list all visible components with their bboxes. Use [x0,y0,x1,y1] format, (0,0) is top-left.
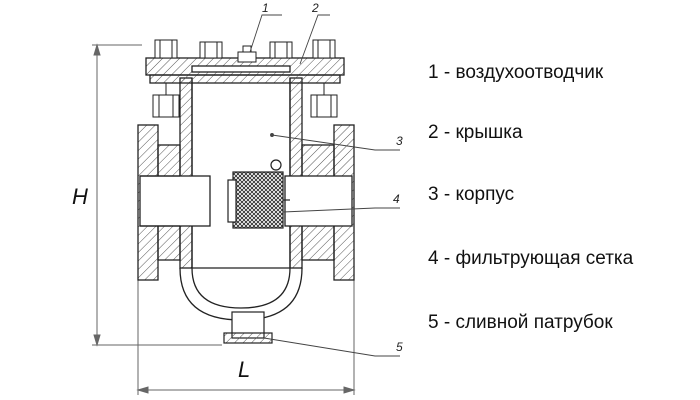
leader-lines [249,14,400,357]
height-dimension [92,43,222,347]
legend-item-filter-mesh: 4 - фильтрующая сетка [428,248,634,269]
callout-5: 5 [396,340,403,354]
length-dimension [136,280,356,395]
outlet-flange [284,124,355,281]
callout-4: 4 [393,192,400,206]
filter-mesh [227,159,290,229]
callout-1: 1 [262,1,269,15]
cover [145,57,345,84]
legend-item-body: 3 - корпус [428,184,515,205]
legend-item-cover: 2 - крышка [428,122,523,143]
length-label: L [238,357,251,382]
drain-pipe [223,311,273,344]
inlet-flange [137,124,211,281]
callout-3: 3 [396,134,403,148]
callout-2: 2 [312,1,319,15]
legend-item-drain-pipe: 5 - сливной патрубок [428,312,613,333]
cover-bolts [152,39,338,118]
height-label: H [72,184,88,209]
legend-item-air-vent: 1 - воздухоотводчик [428,62,604,83]
air-vent [237,45,257,63]
